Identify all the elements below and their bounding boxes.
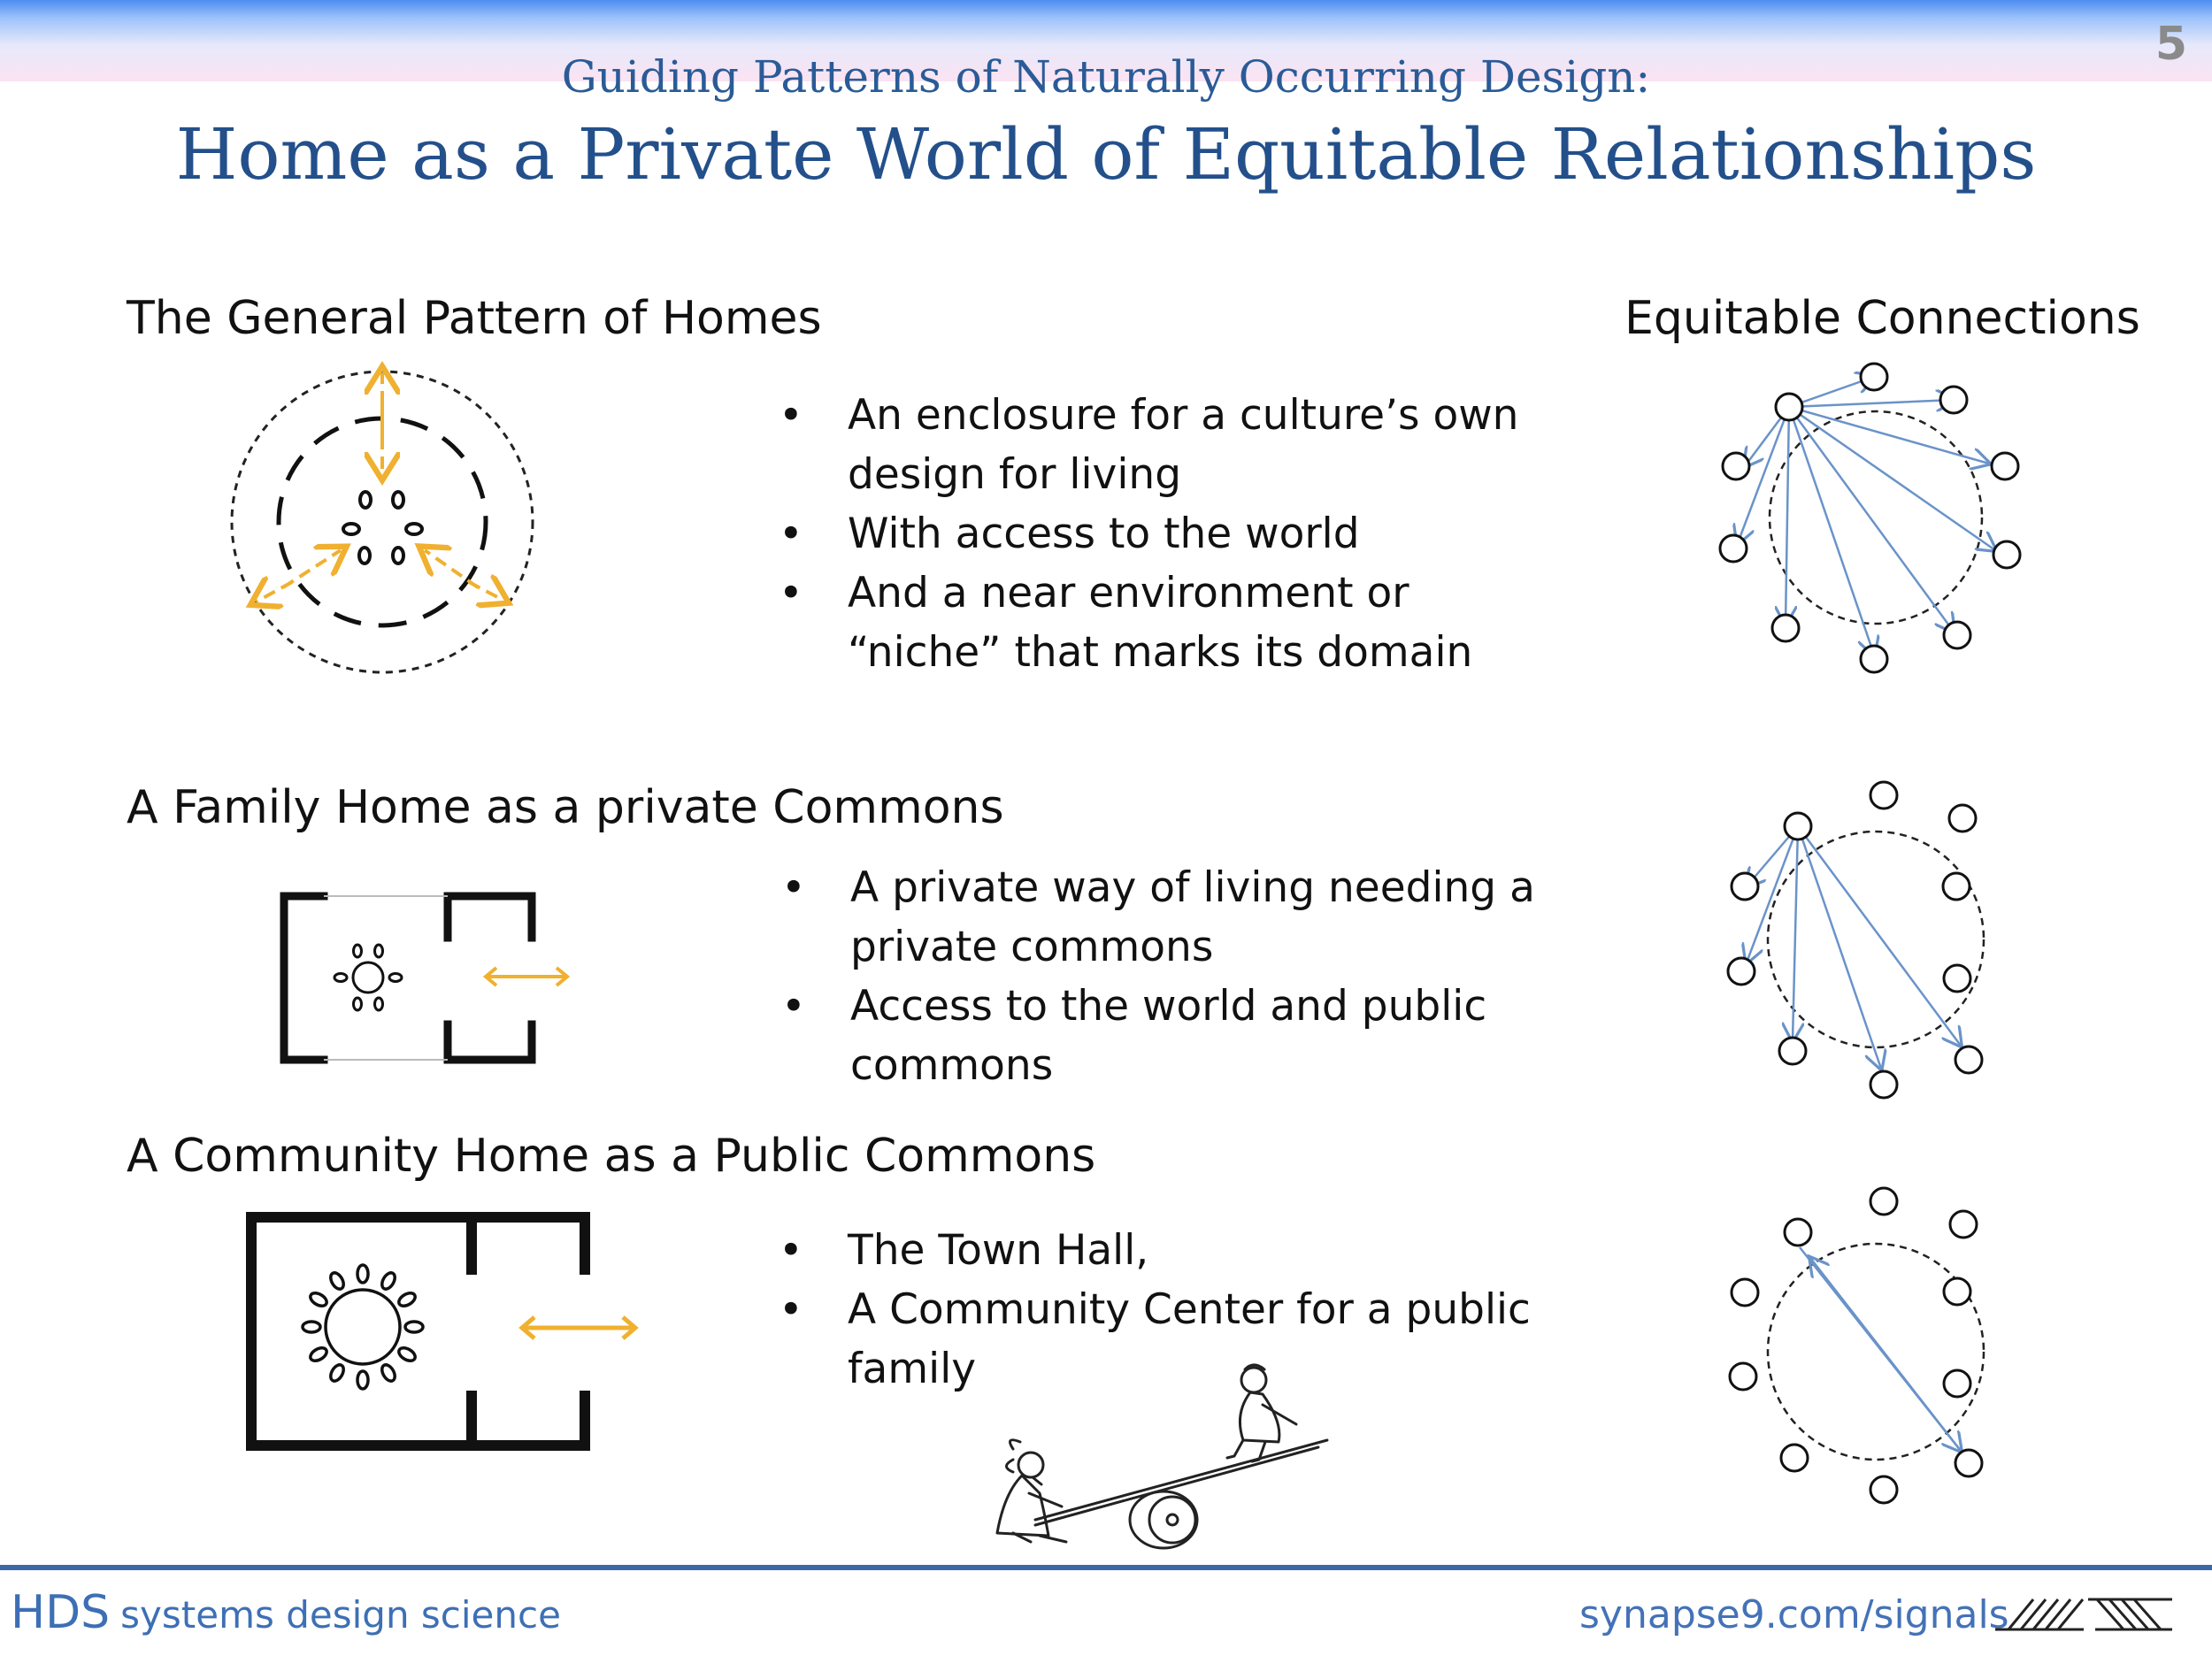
connection-lines — [1738, 377, 1995, 655]
residents-icon — [342, 490, 424, 565]
footer-divider — [0, 1565, 2212, 1570]
bullet-item: A Community Center for a public family — [779, 1280, 1575, 1399]
connection-lines — [1799, 1246, 1961, 1451]
seesaw-children-illustration — [995, 1363, 1329, 1550]
double-arrow-icon — [518, 1315, 639, 1340]
family-home-floorplan — [280, 892, 571, 1064]
access-arrows — [257, 373, 503, 602]
connection-nodes — [1728, 1186, 1984, 1505]
community-icon — [301, 1263, 425, 1391]
slide-title: Home as a Private World of Equitable Rel… — [175, 113, 2037, 196]
connection-lines — [1747, 825, 1961, 1069]
connections-diagram-1 — [1718, 362, 2022, 674]
page-number: 5 — [2154, 18, 2187, 71]
bullet-list-family-home: A private way of living needing a privat… — [781, 858, 1578, 1095]
section-heading-community-home: A Community Home as a Public Commons — [127, 1130, 1096, 1183]
community-home-floorplan — [246, 1212, 639, 1451]
connections-diagram-2 — [1726, 780, 1985, 1100]
bullet-item: A private way of living needing a privat… — [781, 858, 1578, 977]
double-arrow-icon — [482, 966, 571, 987]
bullet-item: Access to the world and public commons — [781, 977, 1578, 1095]
bullet-item: An enclosure for a culture’s own design … — [779, 386, 1575, 504]
bullet-list-community-home: The Town Hall, A Community Center for a … — [779, 1221, 1575, 1399]
enclosure-boundary — [276, 416, 488, 628]
hatch-logo-icon — [1995, 1598, 2172, 1631]
section-heading-general-pattern: The General Pattern of Homes — [127, 292, 822, 345]
section-heading-family-home: A Family Home as a private Commons — [127, 781, 1004, 834]
home-pattern-diagram — [230, 363, 534, 674]
bullet-list-general-pattern: An enclosure for a culture’s own design … — [779, 386, 1575, 682]
footer-url-link[interactable]: synapse9.com/signals — [1579, 1592, 2009, 1637]
family-icon — [333, 943, 403, 1012]
connection-nodes — [1718, 362, 2022, 674]
heading-equitable-connections: Equitable Connections — [1624, 292, 2140, 345]
connection-nodes — [1726, 780, 1984, 1100]
bullet-item: And a near environment or “niche” that m… — [779, 564, 1575, 682]
connections-diagram-3 — [1728, 1186, 1985, 1505]
footer-tagline: systems design science — [120, 1593, 561, 1637]
bullet-item: With access to the world — [779, 504, 1575, 564]
top-gradient-band — [0, 0, 2212, 81]
slide-supertitle: Guiding Patterns of Naturally Occurring … — [561, 51, 1651, 103]
footer-brand-hds: HDS — [11, 1586, 111, 1639]
bullet-item: The Town Hall, — [779, 1221, 1575, 1280]
